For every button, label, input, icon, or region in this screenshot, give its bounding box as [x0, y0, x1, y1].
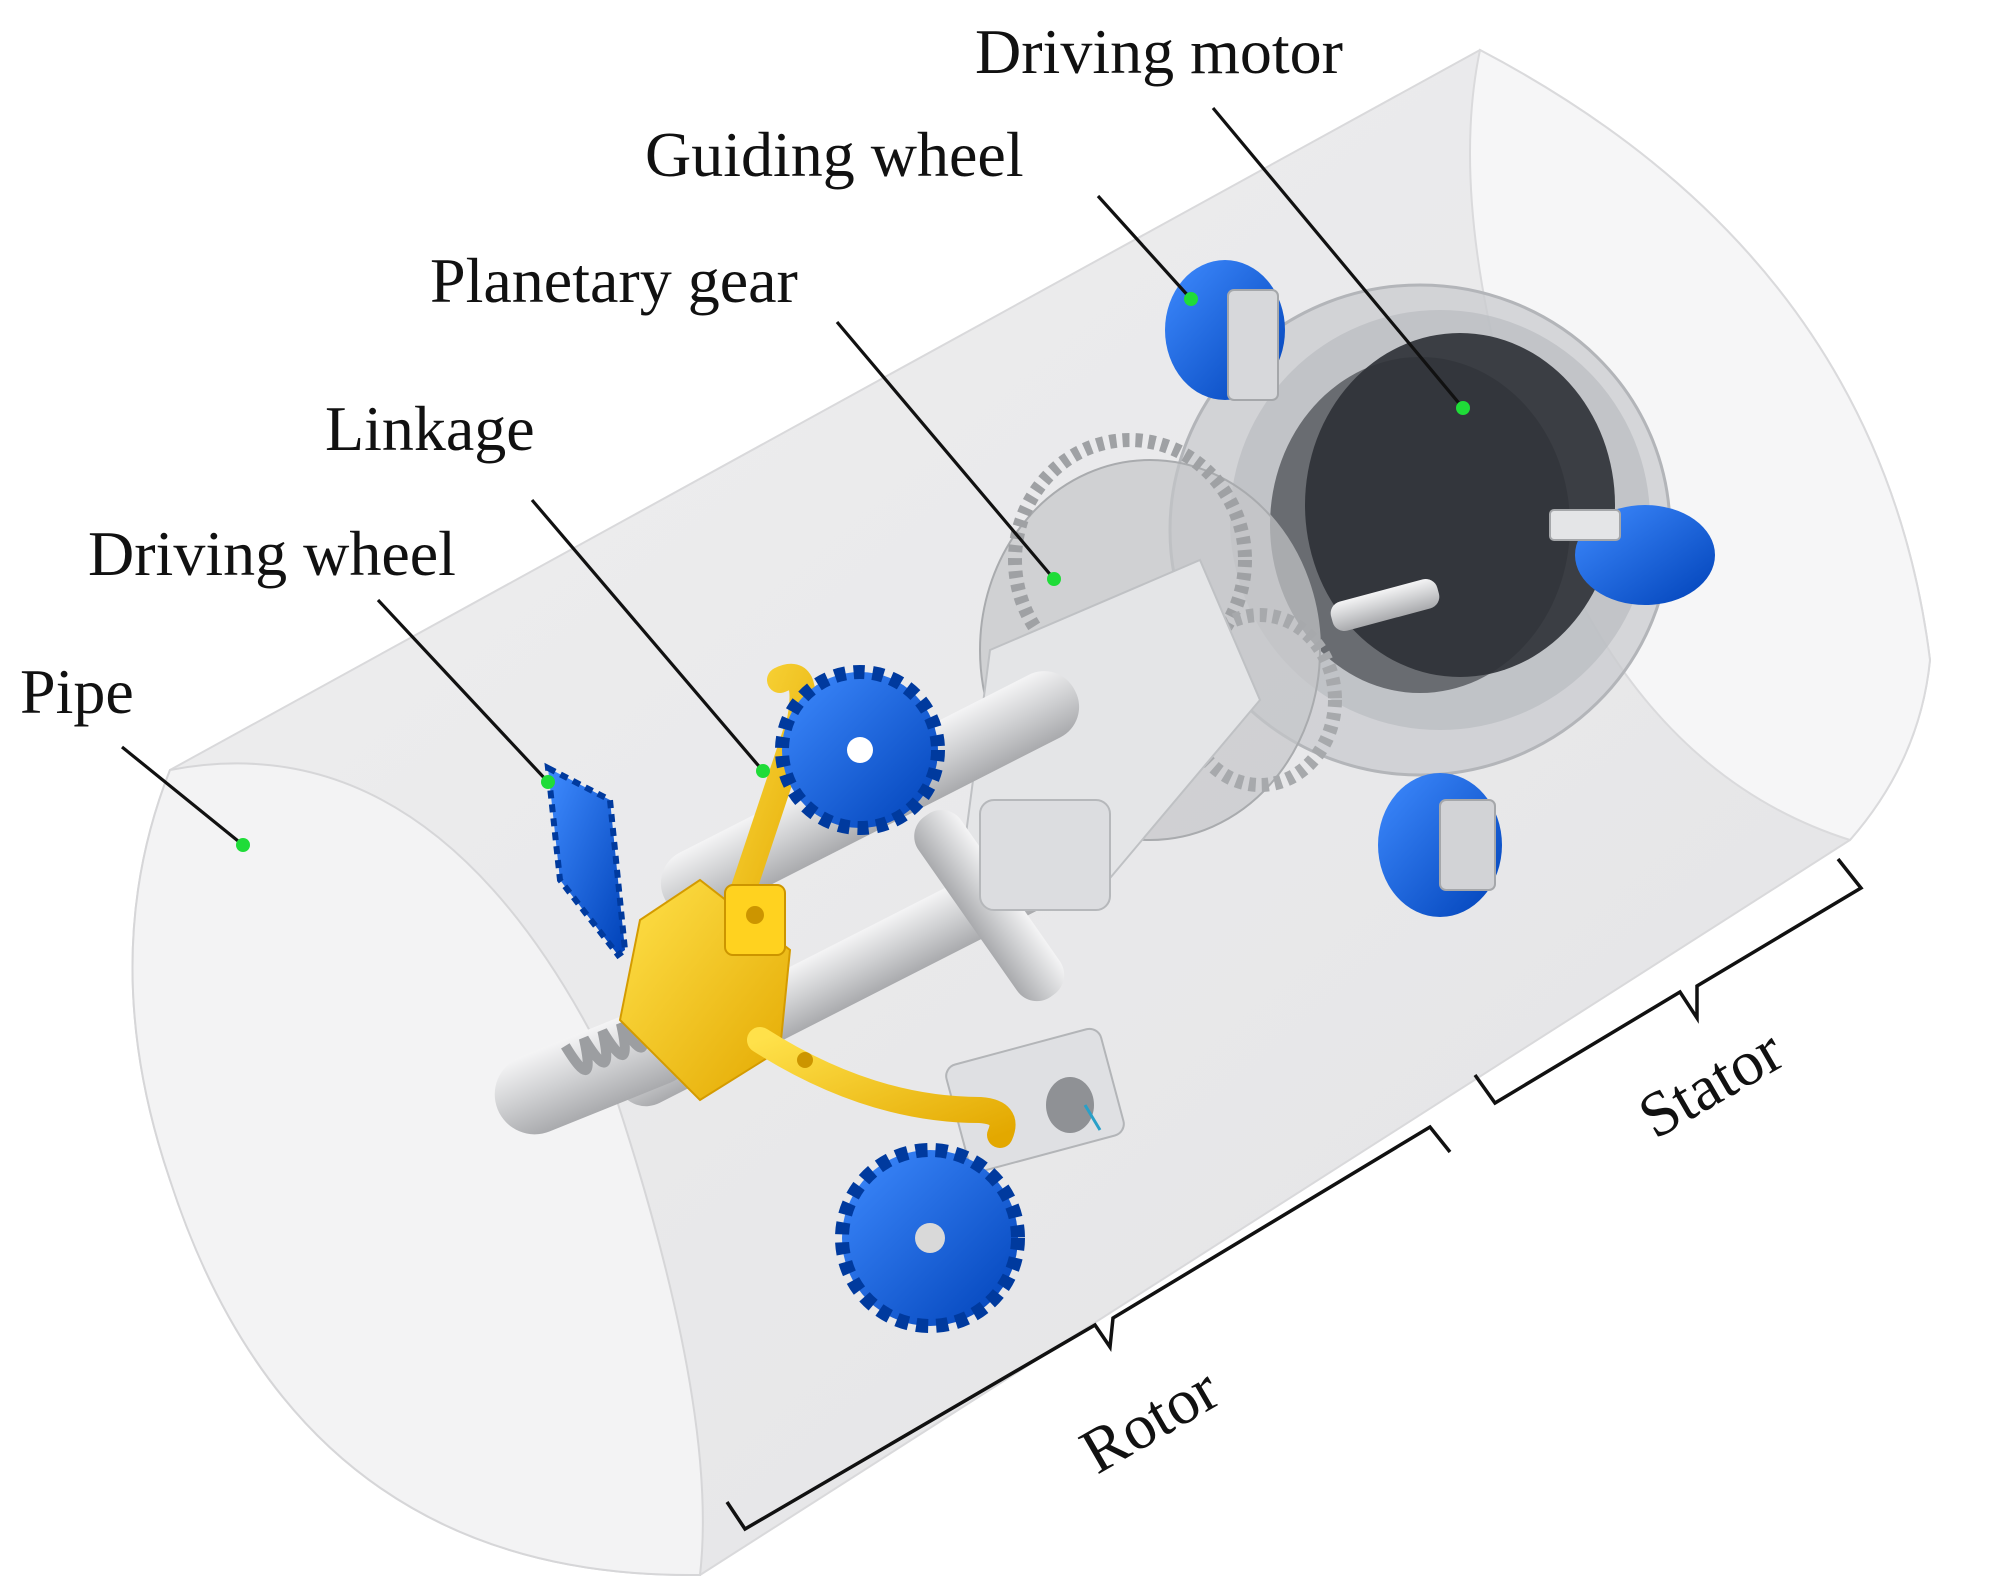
marker-driving-wheel: [541, 775, 555, 789]
driving-wheel-side: [544, 762, 629, 960]
leader-linkage: [530, 498, 765, 773]
label-guiding-wheel: Guiding wheel: [645, 119, 1024, 190]
marker-guiding-wheel: [1184, 292, 1198, 306]
label-driving-wheel: Driving wheel: [88, 518, 456, 589]
guiding-wheel-top: [1165, 260, 1285, 401]
leader-planetary-gear: [835, 320, 1056, 581]
rotor-brace: [725, 1124, 1452, 1532]
label-stator: Stator: [1627, 1014, 1795, 1152]
leader-guiding-wheel: [1096, 194, 1193, 301]
marker-driving-motor: [1456, 401, 1470, 415]
guiding-wheel-right: [1549, 505, 1715, 605]
linkage: [618, 663, 1016, 1148]
stator-brace: [1473, 857, 1864, 1106]
pipe-left-end: [131, 762, 704, 1577]
label-planetary-gear: Planetary gear: [430, 245, 798, 316]
marker-planetary-gear: [1047, 572, 1061, 586]
marker-pipe: [236, 838, 250, 852]
leader-driving-motor: [1211, 106, 1465, 410]
leader-driving-wheel: [376, 598, 550, 784]
callouts: [120, 106, 1470, 852]
marker-linkage: [756, 764, 770, 778]
label-linkage: Linkage: [325, 393, 535, 464]
label-rotor: Rotor: [1069, 1353, 1231, 1487]
label-pipe: Pipe: [20, 656, 134, 727]
driving-wheel-top: [775, 665, 945, 835]
guiding-wheel-bottom: [1378, 773, 1502, 917]
driving-wheel-bottom: [835, 1143, 1025, 1333]
leader-pipe: [120, 745, 245, 847]
label-driving-motor: Driving motor: [975, 16, 1343, 87]
